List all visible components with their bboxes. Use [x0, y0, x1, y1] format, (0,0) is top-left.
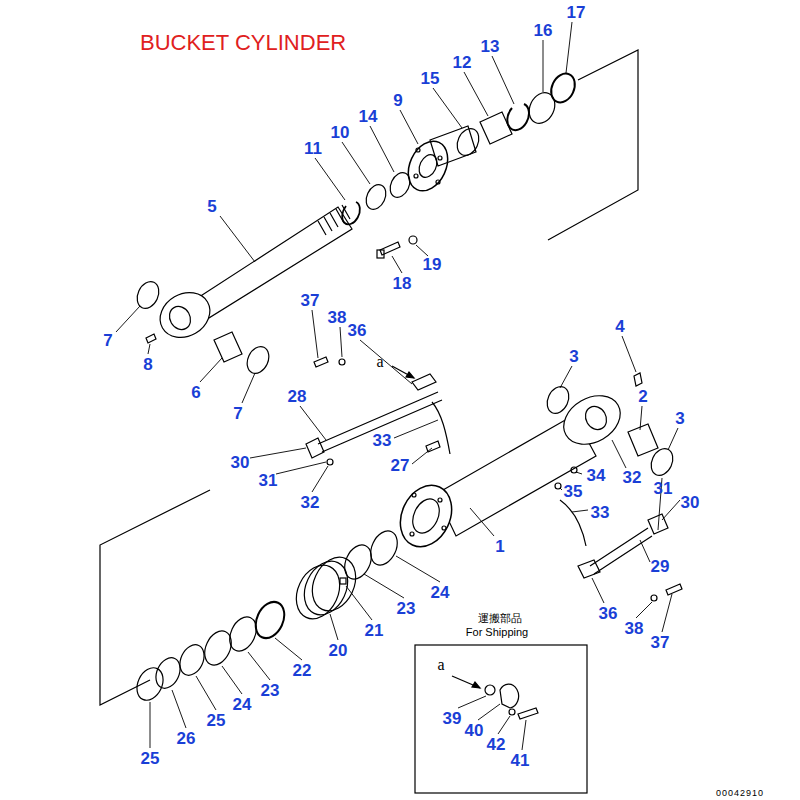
callout-number: 38	[328, 309, 347, 326]
callout-number: 32	[301, 494, 320, 511]
callout-number: 22	[293, 662, 312, 679]
callout-number: 38	[625, 620, 644, 637]
view-letter: a	[376, 354, 383, 370]
callout-number: 27	[391, 457, 410, 474]
callout-number: 31	[654, 480, 673, 497]
callout-number: 18	[393, 275, 412, 292]
callout-number: 14	[359, 108, 378, 125]
callout-number: 6	[191, 384, 200, 401]
callout-number: 30	[231, 454, 250, 471]
callout-number: 3	[675, 410, 684, 427]
callout-number: 25	[141, 750, 160, 767]
callout-number: 36	[599, 605, 618, 622]
callout-number: 33	[591, 504, 610, 521]
callout-number: 39	[443, 710, 462, 727]
callout-number: 36	[348, 322, 367, 339]
callout-number: 16	[534, 22, 553, 39]
view-letter: a	[437, 657, 444, 673]
callout-number: 7	[233, 405, 242, 422]
callout-number: 32	[623, 469, 642, 486]
callout-number: 5	[207, 198, 216, 215]
note-text: 運搬部品	[478, 613, 522, 624]
callout-number: 41	[511, 752, 530, 769]
callout-number: 24	[431, 584, 450, 601]
diagram-title: BUCKET CYLINDER	[140, 30, 346, 56]
callout-number: 23	[397, 600, 416, 617]
callout-number: 34	[587, 467, 606, 484]
note-text: For Shipping	[466, 627, 528, 638]
callout-number: 25	[207, 712, 226, 729]
callout-number: 29	[651, 558, 670, 575]
callout-number: 26	[177, 730, 196, 747]
callout-number: 9	[393, 92, 402, 109]
callout-number: 42	[487, 736, 506, 753]
callout-number: 1	[495, 538, 504, 555]
callout-number: 17	[567, 4, 586, 21]
callout-number: 37	[651, 634, 670, 651]
callout-number: 20	[329, 642, 348, 659]
callout-number: 13	[481, 38, 500, 55]
callout-number: 2	[638, 388, 647, 405]
callout-number: 11	[304, 140, 322, 157]
callout-number: 31	[259, 472, 278, 489]
callout-number: 23	[261, 682, 280, 699]
callout-number: 15	[421, 70, 440, 87]
callout-number: 3	[569, 348, 578, 365]
drawing-number: 00042910	[716, 789, 764, 798]
callout-number: 35	[564, 483, 583, 500]
callout-number: 19	[423, 256, 442, 273]
callout-number: 10	[331, 124, 350, 141]
callout-number: 21	[365, 622, 384, 639]
callout-number: 12	[453, 54, 472, 71]
callout-number: 40	[465, 722, 484, 739]
callout-number: 4	[615, 318, 624, 335]
callout-number: 8	[143, 356, 152, 373]
callout-number: 28	[288, 388, 307, 405]
callout-number: 7	[103, 332, 112, 349]
callout-number: 30	[681, 494, 700, 511]
callout-number: 37	[301, 292, 320, 309]
callout-number: 24	[233, 696, 252, 713]
callout-number: 33	[373, 432, 392, 449]
